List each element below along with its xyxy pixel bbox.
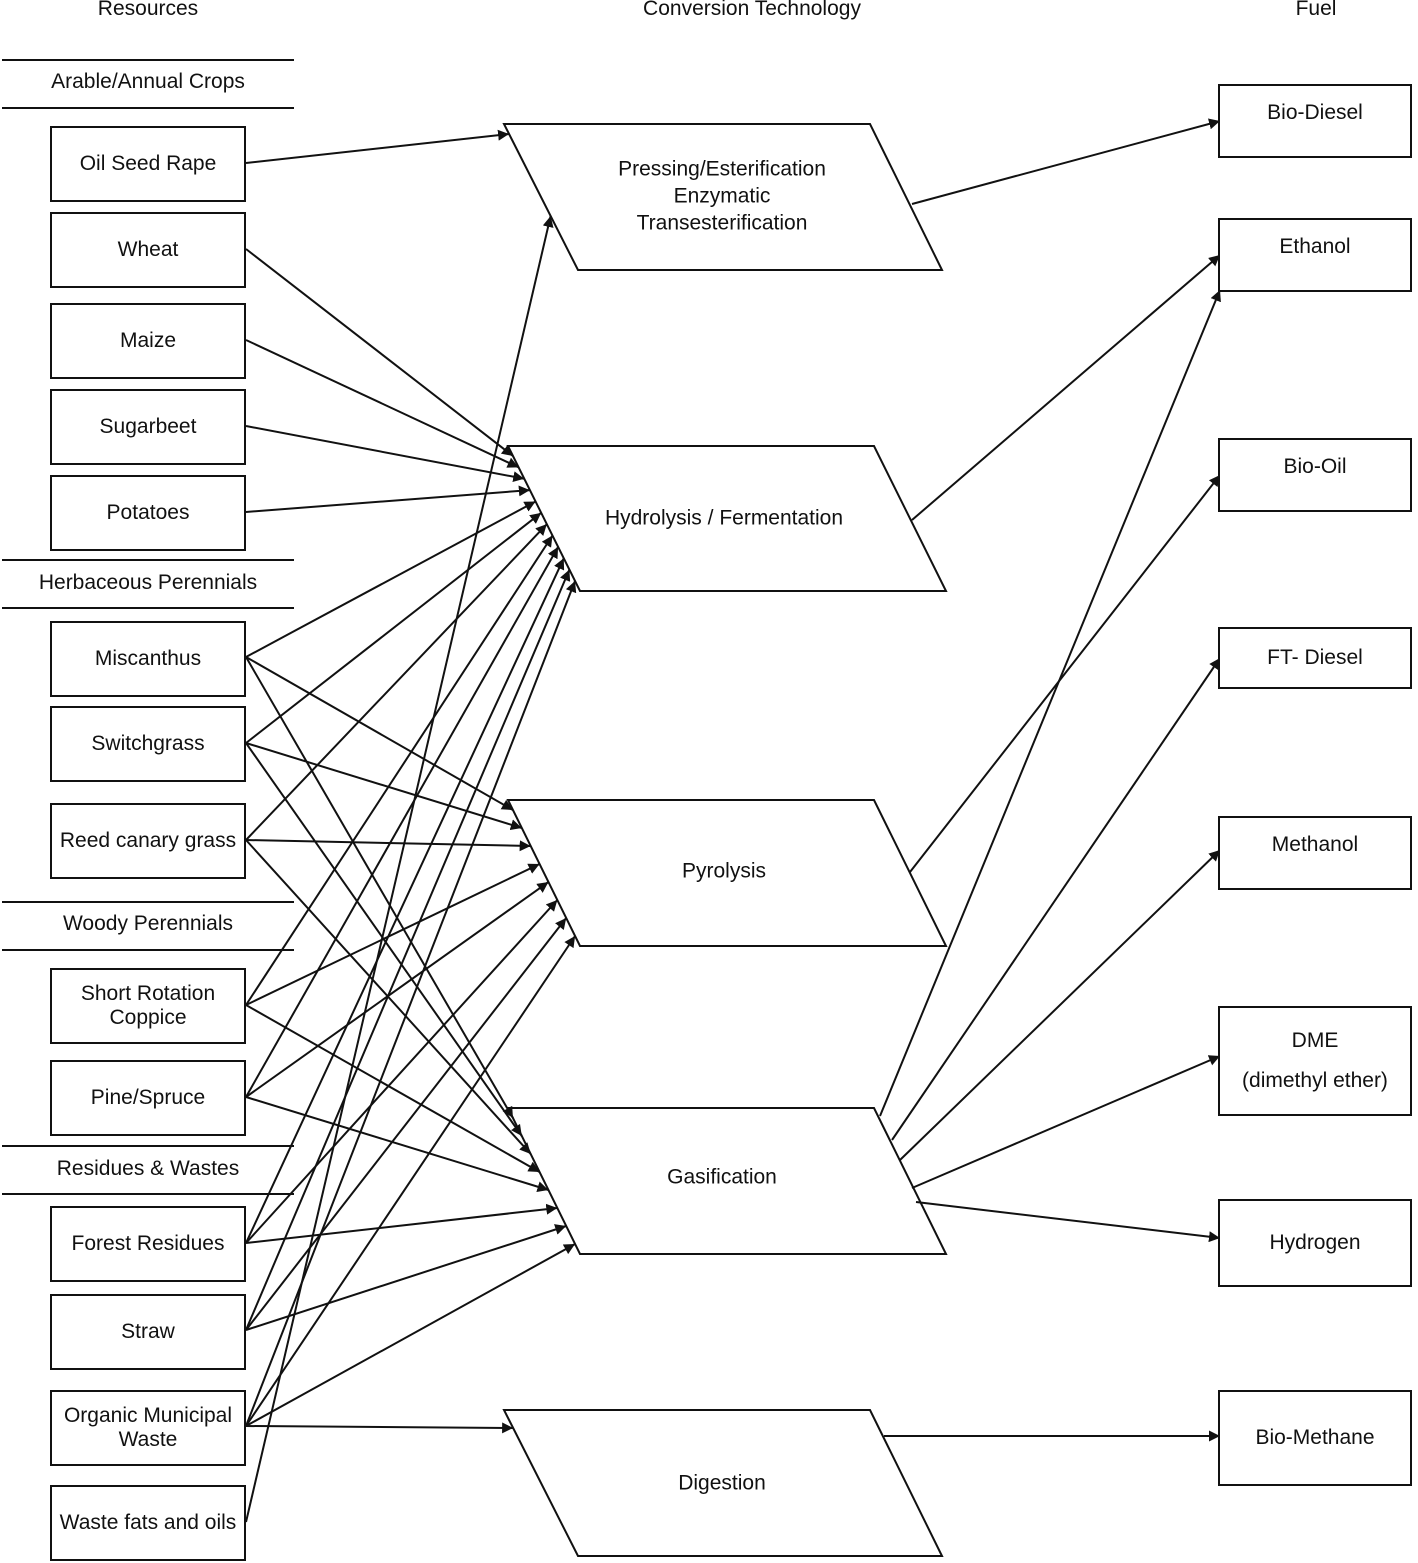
arrow-potatoes-to-hydro	[245, 485, 530, 513]
flow-arrows	[245, 118, 1221, 1523]
arrow-straw-to-pyro	[245, 917, 567, 1331]
arrow-waste-to-press	[245, 215, 554, 1523]
arrow-miscanthus-to-pyro	[245, 656, 514, 811]
arrow-miscanthus-to-gas	[245, 656, 514, 1119]
fuel-ft-diesel: FT- Diesel	[1218, 627, 1412, 689]
resource-sugarbeet: Sugarbeet	[50, 389, 246, 465]
arrow-pine-to-hydro	[245, 546, 559, 1098]
group-woody-perennials: Woody Perennials	[62, 912, 234, 935]
tech-shape-dig	[502, 1409, 944, 1557]
arrow-reed-to-hydro	[245, 523, 548, 841]
arrow-omw-to-gas	[245, 1243, 576, 1427]
tech-pyrolysis: Pyrolysis	[681, 859, 767, 883]
group-arable-annual-crops: Arable/Annual Crops	[51, 70, 245, 93]
arrow-pine-to-pyro	[245, 881, 550, 1098]
arrow-press-to-biodiesel	[911, 118, 1221, 205]
arrow-switchgrass-to-hydro	[245, 512, 542, 744]
arrow-sugarbeet-to-hydro	[245, 425, 525, 483]
header-resources: Resources	[97, 0, 199, 20]
arrow-straw-to-hydro	[245, 569, 571, 1331]
arrow-gas-to-dme	[911, 1055, 1221, 1189]
arrow-omw-to-pyro	[245, 935, 576, 1427]
fuel-dme: DME(dimethyl ether)	[1218, 1006, 1412, 1116]
tech-shape-pyro	[506, 799, 948, 947]
group-residues-wastes: Residues & Wastes	[56, 1157, 240, 1180]
resource-oil-seed-rape: Oil Seed Rape	[50, 126, 246, 202]
arrow-omw-to-dig	[245, 1422, 514, 1434]
arrow-oilseed-to-press	[245, 129, 510, 164]
group-herbaceous-perennials: Herbaceous Perennials	[38, 571, 258, 594]
fuel-methanol: Methanol	[1218, 816, 1412, 890]
arrow-forest-to-gas	[245, 1203, 558, 1244]
resource-waste-fats-and-oils: Waste fats and oils	[50, 1485, 246, 1561]
resource-maize: Maize	[50, 303, 246, 379]
arrow-switchgrass-to-pyro	[245, 742, 523, 831]
resource-forest-residues: Forest Residues	[50, 1206, 246, 1282]
arrow-gas-to-ethanol	[879, 289, 1221, 1117]
resource-straw: Straw	[50, 1294, 246, 1370]
fuel-ethanol: Ethanol	[1218, 218, 1412, 292]
arrow-gas-to-ftdiesel	[891, 657, 1221, 1141]
fuel-hydrogen: Hydrogen	[1218, 1199, 1412, 1287]
tech-gasification: Gasification	[667, 1165, 777, 1189]
arrow-src-to-pyro	[245, 863, 540, 1006]
tech-digestion: Digestion	[678, 1471, 766, 1495]
arrow-forest-to-hydro	[245, 557, 565, 1244]
header-conversion-technology: Conversion Technology	[643, 0, 861, 20]
arrow-reed-to-pyro	[245, 839, 531, 852]
arrow-gas-to-hydrogen	[915, 1201, 1221, 1243]
fuel-bio-methane: Bio-Methane	[1218, 1390, 1412, 1486]
resource-pine-spruce: Pine/Spruce	[50, 1060, 246, 1136]
arrow-hydro-to-ethanol	[911, 254, 1221, 521]
header-fuel: Fuel	[1295, 0, 1337, 20]
arrow-src-to-gas	[245, 1004, 541, 1173]
resource-switchgrass: Switchgrass	[50, 706, 246, 782]
resource-miscanthus: Miscanthus	[50, 621, 246, 697]
resource-wheat: Wheat	[50, 212, 246, 288]
tech-shape-hydro	[506, 445, 948, 592]
arrow-forest-to-pyro	[245, 899, 559, 1244]
resource-reed-canary-grass: Reed canary grass	[50, 803, 246, 879]
arrow-gas-to-methanol	[899, 849, 1221, 1161]
arrow-wheat-to-hydro	[245, 248, 514, 457]
arrow-omw-to-hydro	[245, 580, 577, 1427]
arrow-maize-to-hydro	[245, 339, 520, 469]
arrow-miscanthus-to-hydro	[245, 500, 537, 658]
tech-hydrolysis-fermentation: Hydrolysis / Fermentation	[604, 506, 844, 530]
arrow-pyro-to-biooil	[909, 474, 1221, 873]
resource-potatoes: Potatoes	[50, 475, 246, 551]
arrow-pine-to-gas	[245, 1096, 549, 1193]
group-dividers	[2, 59, 294, 1195]
arrow-straw-to-gas	[245, 1224, 567, 1331]
tech-pressing-esterification: Pressing/Esterification Enzymatic Transe…	[618, 157, 826, 235]
arrow-src-to-hydro	[245, 534, 554, 1006]
fuel-bio-oil: Bio-Oil	[1218, 438, 1412, 512]
fuel-bio-diesel: Bio-Diesel	[1218, 84, 1412, 158]
